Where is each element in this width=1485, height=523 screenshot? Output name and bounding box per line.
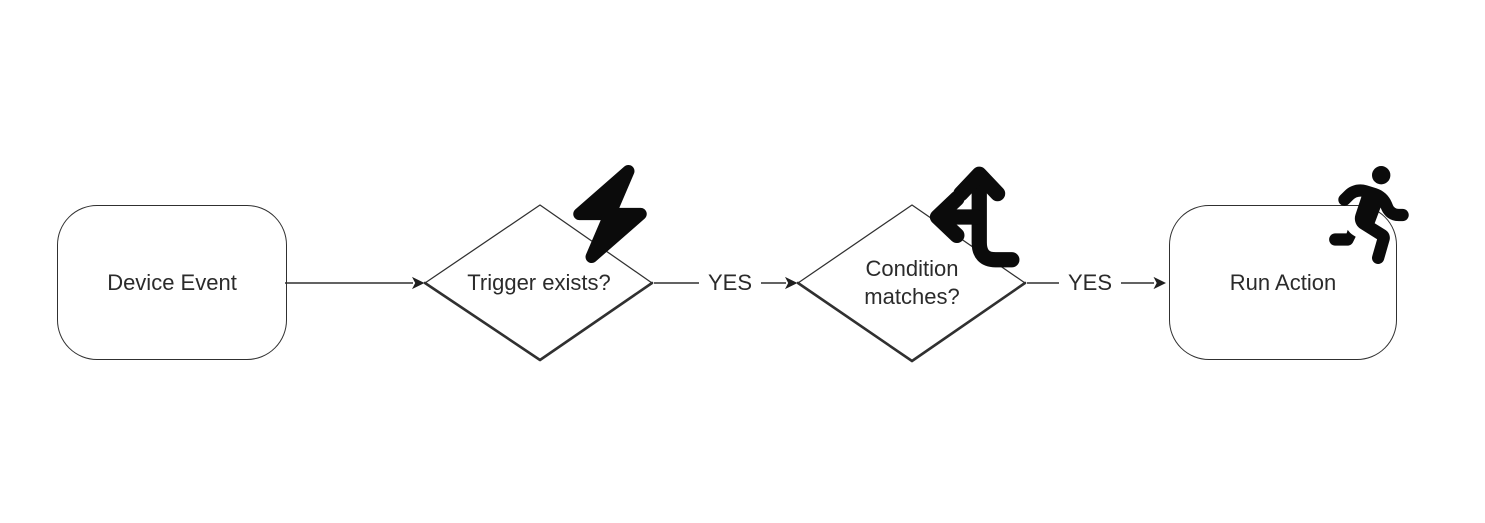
lightning-bolt-glyph — [573, 165, 647, 263]
node-device-event: Device Event — [57, 205, 287, 360]
arrowhead-device-to-trigger — [412, 276, 425, 290]
node-device-event-label: Device Event — [107, 269, 237, 295]
arrowhead-condition-to-action — [1153, 276, 1166, 290]
arrowhead-trigger-to-condition — [785, 276, 798, 290]
diamond-trigger-exists-top-edges — [424, 204, 653, 284]
node-condition-matches-label: Condition matches? — [864, 256, 960, 309]
arrows-split-up-left-icon — [929, 166, 1020, 268]
person-running-glyph — [1329, 166, 1409, 264]
split-arrow-left-chevron — [929, 191, 965, 243]
split-arrow-stem — [971, 168, 1020, 268]
split-arrow-up-chevron — [953, 166, 1006, 202]
diamond-condition-matches-bottom-edges — [796, 281, 1027, 363]
node-run-action: Run Action — [1169, 205, 1397, 360]
edge-label-yes-condition-to-action: YES — [1058, 270, 1122, 296]
lightning-bolt-icon — [573, 165, 647, 263]
node-trigger-exists-label: Trigger exists? — [467, 270, 611, 295]
edge-label-yes-trigger-to-condition: YES — [698, 270, 762, 296]
person-running-icon — [1329, 166, 1409, 264]
node-run-action-label: Run Action — [1229, 269, 1337, 295]
diamond-trigger-exists-bottom-edges — [423, 281, 654, 362]
